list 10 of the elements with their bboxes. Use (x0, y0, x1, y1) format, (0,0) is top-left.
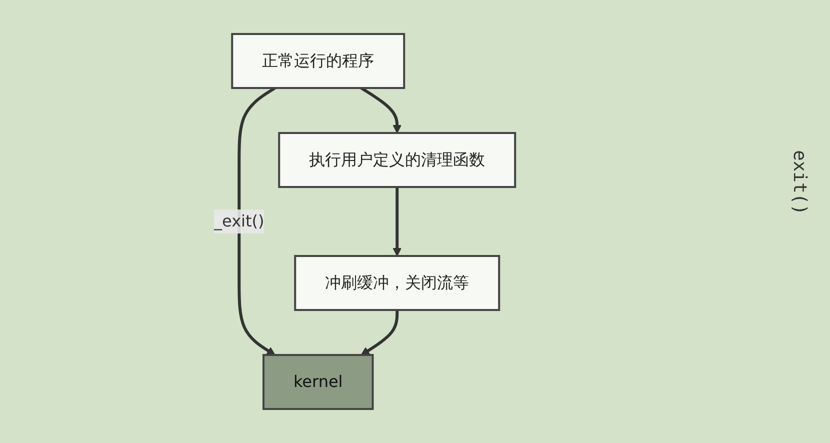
arrow (393, 187, 402, 256)
node-box: 冲刷缓冲，关闭流等 (294, 255, 501, 311)
arrow (360, 86, 402, 134)
node-box: kernel (262, 354, 374, 410)
edge-label: _exit() (214, 211, 265, 230)
arrow (361, 310, 400, 356)
side-label: exit() (789, 150, 810, 216)
node-box: 正常运行的程序 (232, 33, 406, 89)
node-box: 执行用户定义的清理函数 (278, 132, 517, 188)
arrow (238, 86, 276, 356)
